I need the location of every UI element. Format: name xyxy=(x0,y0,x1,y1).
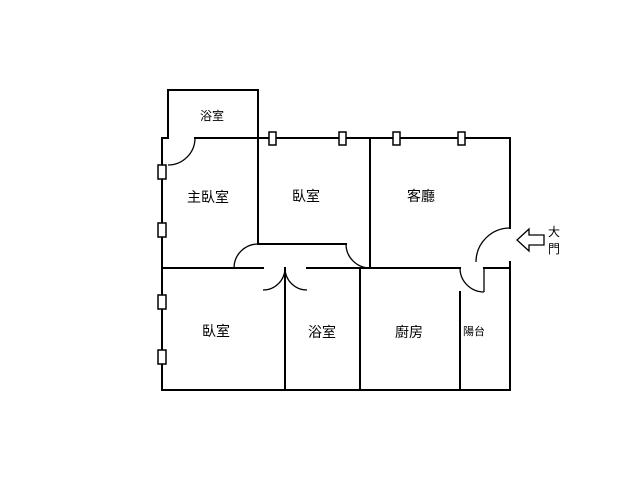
door-arc-bathroom-top xyxy=(167,137,196,166)
window-top-3 xyxy=(392,131,401,146)
window-top-1 xyxy=(268,131,277,146)
label-kitchen: 廚房 xyxy=(395,324,423,341)
window-left-4 xyxy=(157,349,167,365)
label-entrance-char1: 大 xyxy=(548,225,560,239)
label-balcony: 陽台 xyxy=(463,324,485,338)
label-entrance-char2: 門 xyxy=(548,242,560,256)
label-master-bedroom: 主臥室 xyxy=(187,189,229,206)
entrance-annotation: 大 門 xyxy=(516,225,560,256)
label-bedroom-top: 臥室 xyxy=(292,188,320,205)
window-top-2 xyxy=(338,131,347,146)
walls xyxy=(161,89,511,391)
doors xyxy=(167,137,511,293)
window-left-3 xyxy=(157,294,167,310)
windows xyxy=(157,131,466,365)
label-bedroom-bottom: 臥室 xyxy=(202,323,230,340)
window-left-1 xyxy=(157,164,167,180)
door-arc-entrance xyxy=(475,227,511,263)
label-living-room: 客廳 xyxy=(407,188,435,205)
door-arc-balcony xyxy=(459,267,485,293)
window-top-4 xyxy=(457,131,466,146)
door-arc-bedroom-top xyxy=(345,243,371,269)
door-arc-master-bedroom xyxy=(233,243,259,269)
label-bathroom-bottom: 浴室 xyxy=(308,324,336,341)
window-left-2 xyxy=(157,222,167,238)
label-bathroom-top: 浴室 xyxy=(200,108,224,123)
room-labels: 浴室 主臥室 臥室 客廳 臥室 浴室 廚房 陽台 xyxy=(187,108,485,341)
wall-bathroom-top-box xyxy=(167,89,259,139)
entrance-arrow-icon xyxy=(516,227,545,253)
door-arc-hall-right xyxy=(284,267,308,291)
